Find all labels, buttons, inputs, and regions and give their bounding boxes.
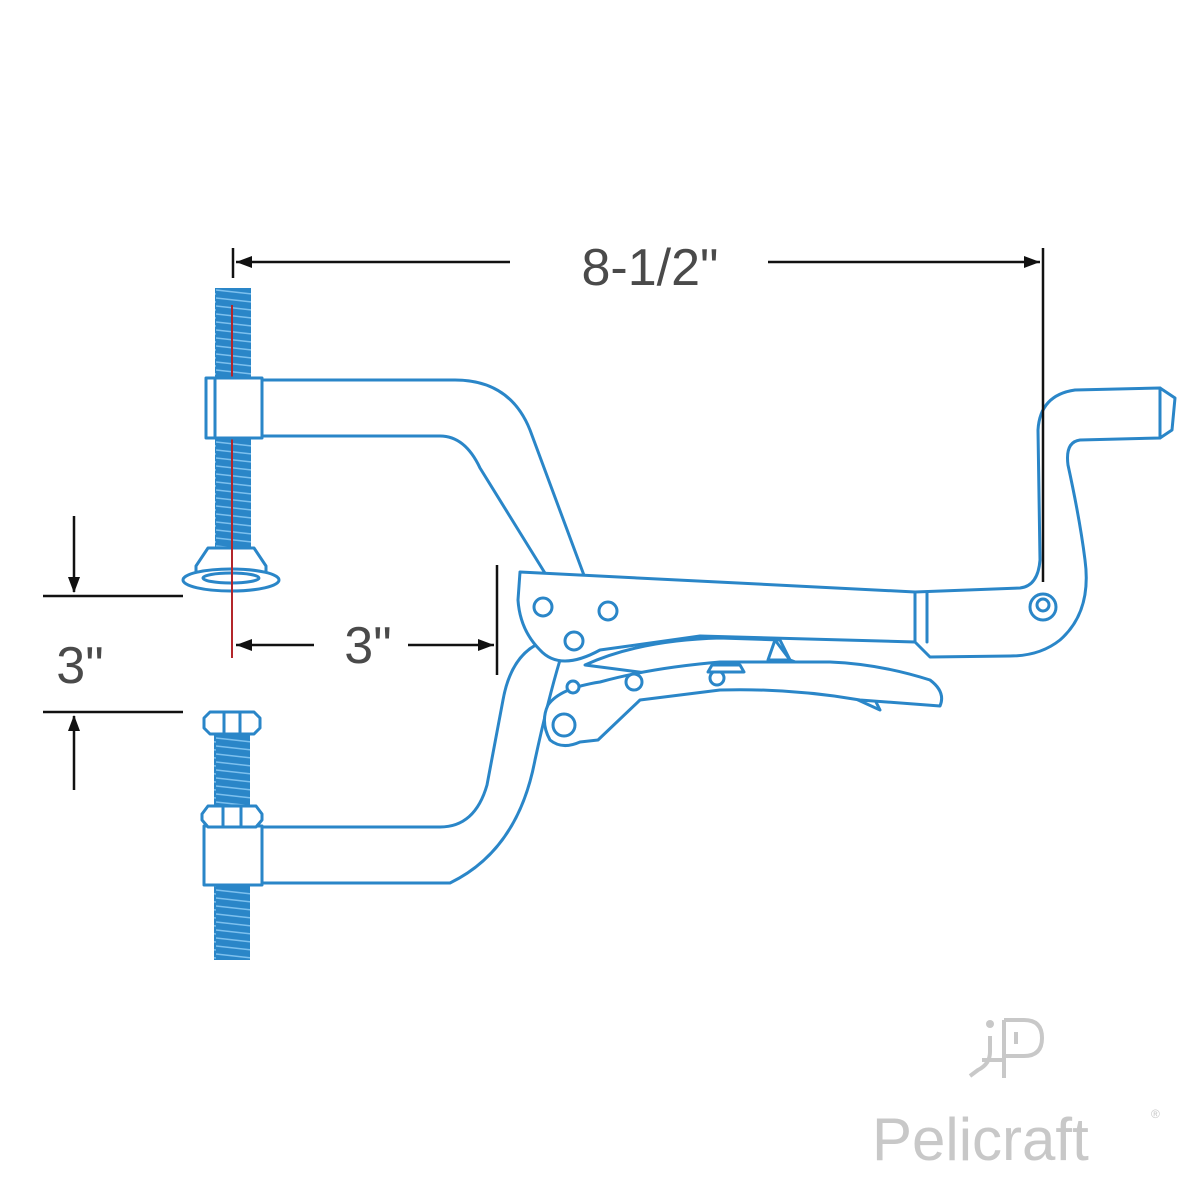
lower-collar xyxy=(202,824,264,887)
moving-handle-outline xyxy=(543,660,944,747)
upper-arm xyxy=(204,376,587,580)
dimension-throat: 3" xyxy=(236,565,499,675)
fixed-handle xyxy=(516,386,1177,663)
lower-arm xyxy=(200,638,562,960)
fixed-handle-outline xyxy=(516,386,1177,663)
top-hex-nut xyxy=(202,710,262,736)
upper-screw xyxy=(181,288,281,658)
overall-length-label: 8-1/2" xyxy=(582,239,719,297)
dimension-overall: 8-1/2" xyxy=(231,239,1045,582)
registered-mark: ® xyxy=(1151,1107,1160,1121)
brand-name: Pelicraft xyxy=(872,1106,1089,1173)
lock-hex-nut xyxy=(200,804,264,829)
jaw-opening-label: 3" xyxy=(56,637,103,695)
upper-arm-outline xyxy=(260,378,587,580)
pelicraft-logo-icon xyxy=(968,1018,1045,1078)
dimension-opening: 3" xyxy=(43,516,183,790)
lower-arm-outline xyxy=(260,638,562,885)
throat-depth-label: 3" xyxy=(344,617,391,675)
moving-handle xyxy=(543,636,944,747)
